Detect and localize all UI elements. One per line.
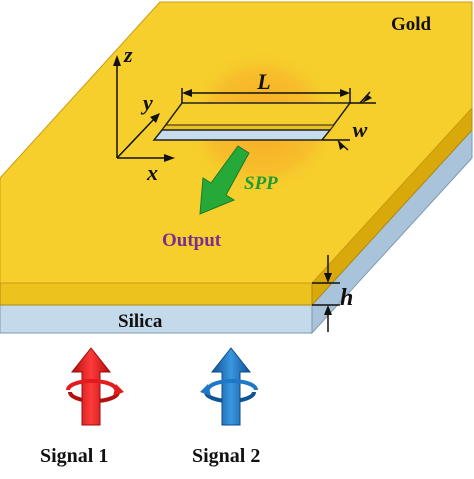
axis-y-label: y	[140, 90, 153, 115]
spp-label: SPP	[244, 173, 278, 194]
signal-1-label: Signal 1	[40, 445, 108, 467]
signal-2-label: Signal 2	[192, 445, 260, 467]
length-label: L	[256, 69, 270, 94]
width-label: w	[353, 117, 368, 142]
gold-front-face	[0, 282, 313, 306]
coordinate-axes	[113, 55, 175, 162]
slot-floor	[152, 129, 332, 141]
output-label: Output	[162, 230, 222, 251]
axis-x-label: x	[146, 160, 158, 185]
axis-z-label: z	[123, 42, 133, 67]
gold-label: Gold	[391, 14, 432, 35]
thickness-dimension	[312, 255, 340, 332]
width-dimension	[322, 91, 376, 151]
silica-label: Silica	[118, 311, 163, 332]
thickness-label: h	[340, 285, 353, 311]
signal-2-beam	[200, 347, 258, 426]
length-dimension	[181, 88, 351, 103]
signal-1-beam	[66, 347, 124, 426]
spp-arrow	[199, 145, 250, 215]
